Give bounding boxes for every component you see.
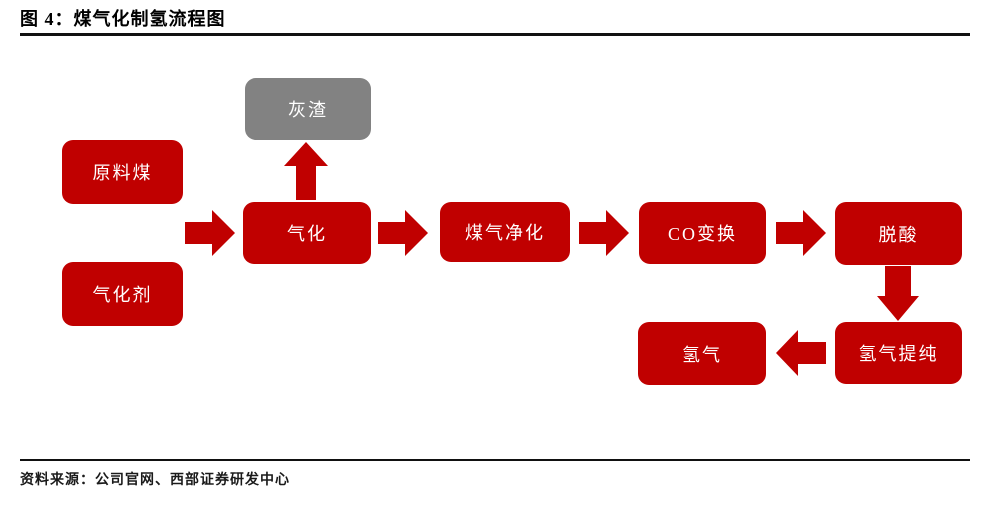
arrow-right-icon [185, 210, 235, 256]
node-gasifying-agent-label: 气化剂 [92, 285, 153, 305]
node-gasifying-agent: 气化剂 [62, 262, 183, 326]
arrow-left-icon [776, 330, 826, 376]
node-deacidification: 脱酸 [835, 202, 962, 265]
node-co-shift-label: CO变换 [667, 224, 737, 244]
node-gas-purification: 煤气净化 [440, 202, 570, 262]
node-hydrogen-purification: 氢气提纯 [835, 322, 962, 384]
node-gasification: 气化 [243, 202, 371, 264]
figure-title: 图 4：煤气化制氢流程图 [20, 9, 226, 29]
title-divider-line [20, 33, 970, 36]
node-raw-coal: 原料煤 [62, 140, 183, 204]
arrow-down-icon [877, 266, 919, 321]
node-ash-residue: 灰渣 [245, 78, 371, 140]
arrow-right-icon [579, 210, 629, 256]
node-hydrogen-purification-label: 氢气提纯 [858, 344, 939, 364]
node-raw-coal-label: 原料煤 [92, 163, 153, 183]
node-gas-purification-label: 煤气净化 [465, 223, 545, 243]
node-hydrogen-label: 氢气 [682, 344, 722, 365]
source-note: 资料来源：公司官网、西部证券研发中心 [20, 473, 290, 488]
arrow-right-icon [776, 210, 826, 256]
node-gasification-label: 气化 [287, 224, 327, 244]
arrow-right-icon [378, 210, 428, 256]
footer-divider-line [20, 459, 970, 461]
node-ash-residue-label: 灰渣 [288, 100, 328, 120]
arrow-up-icon [284, 142, 328, 200]
node-co-shift: CO变换 [639, 202, 766, 264]
node-hydrogen: 氢气 [638, 322, 766, 385]
node-deacidification-label: 脱酸 [878, 224, 919, 245]
